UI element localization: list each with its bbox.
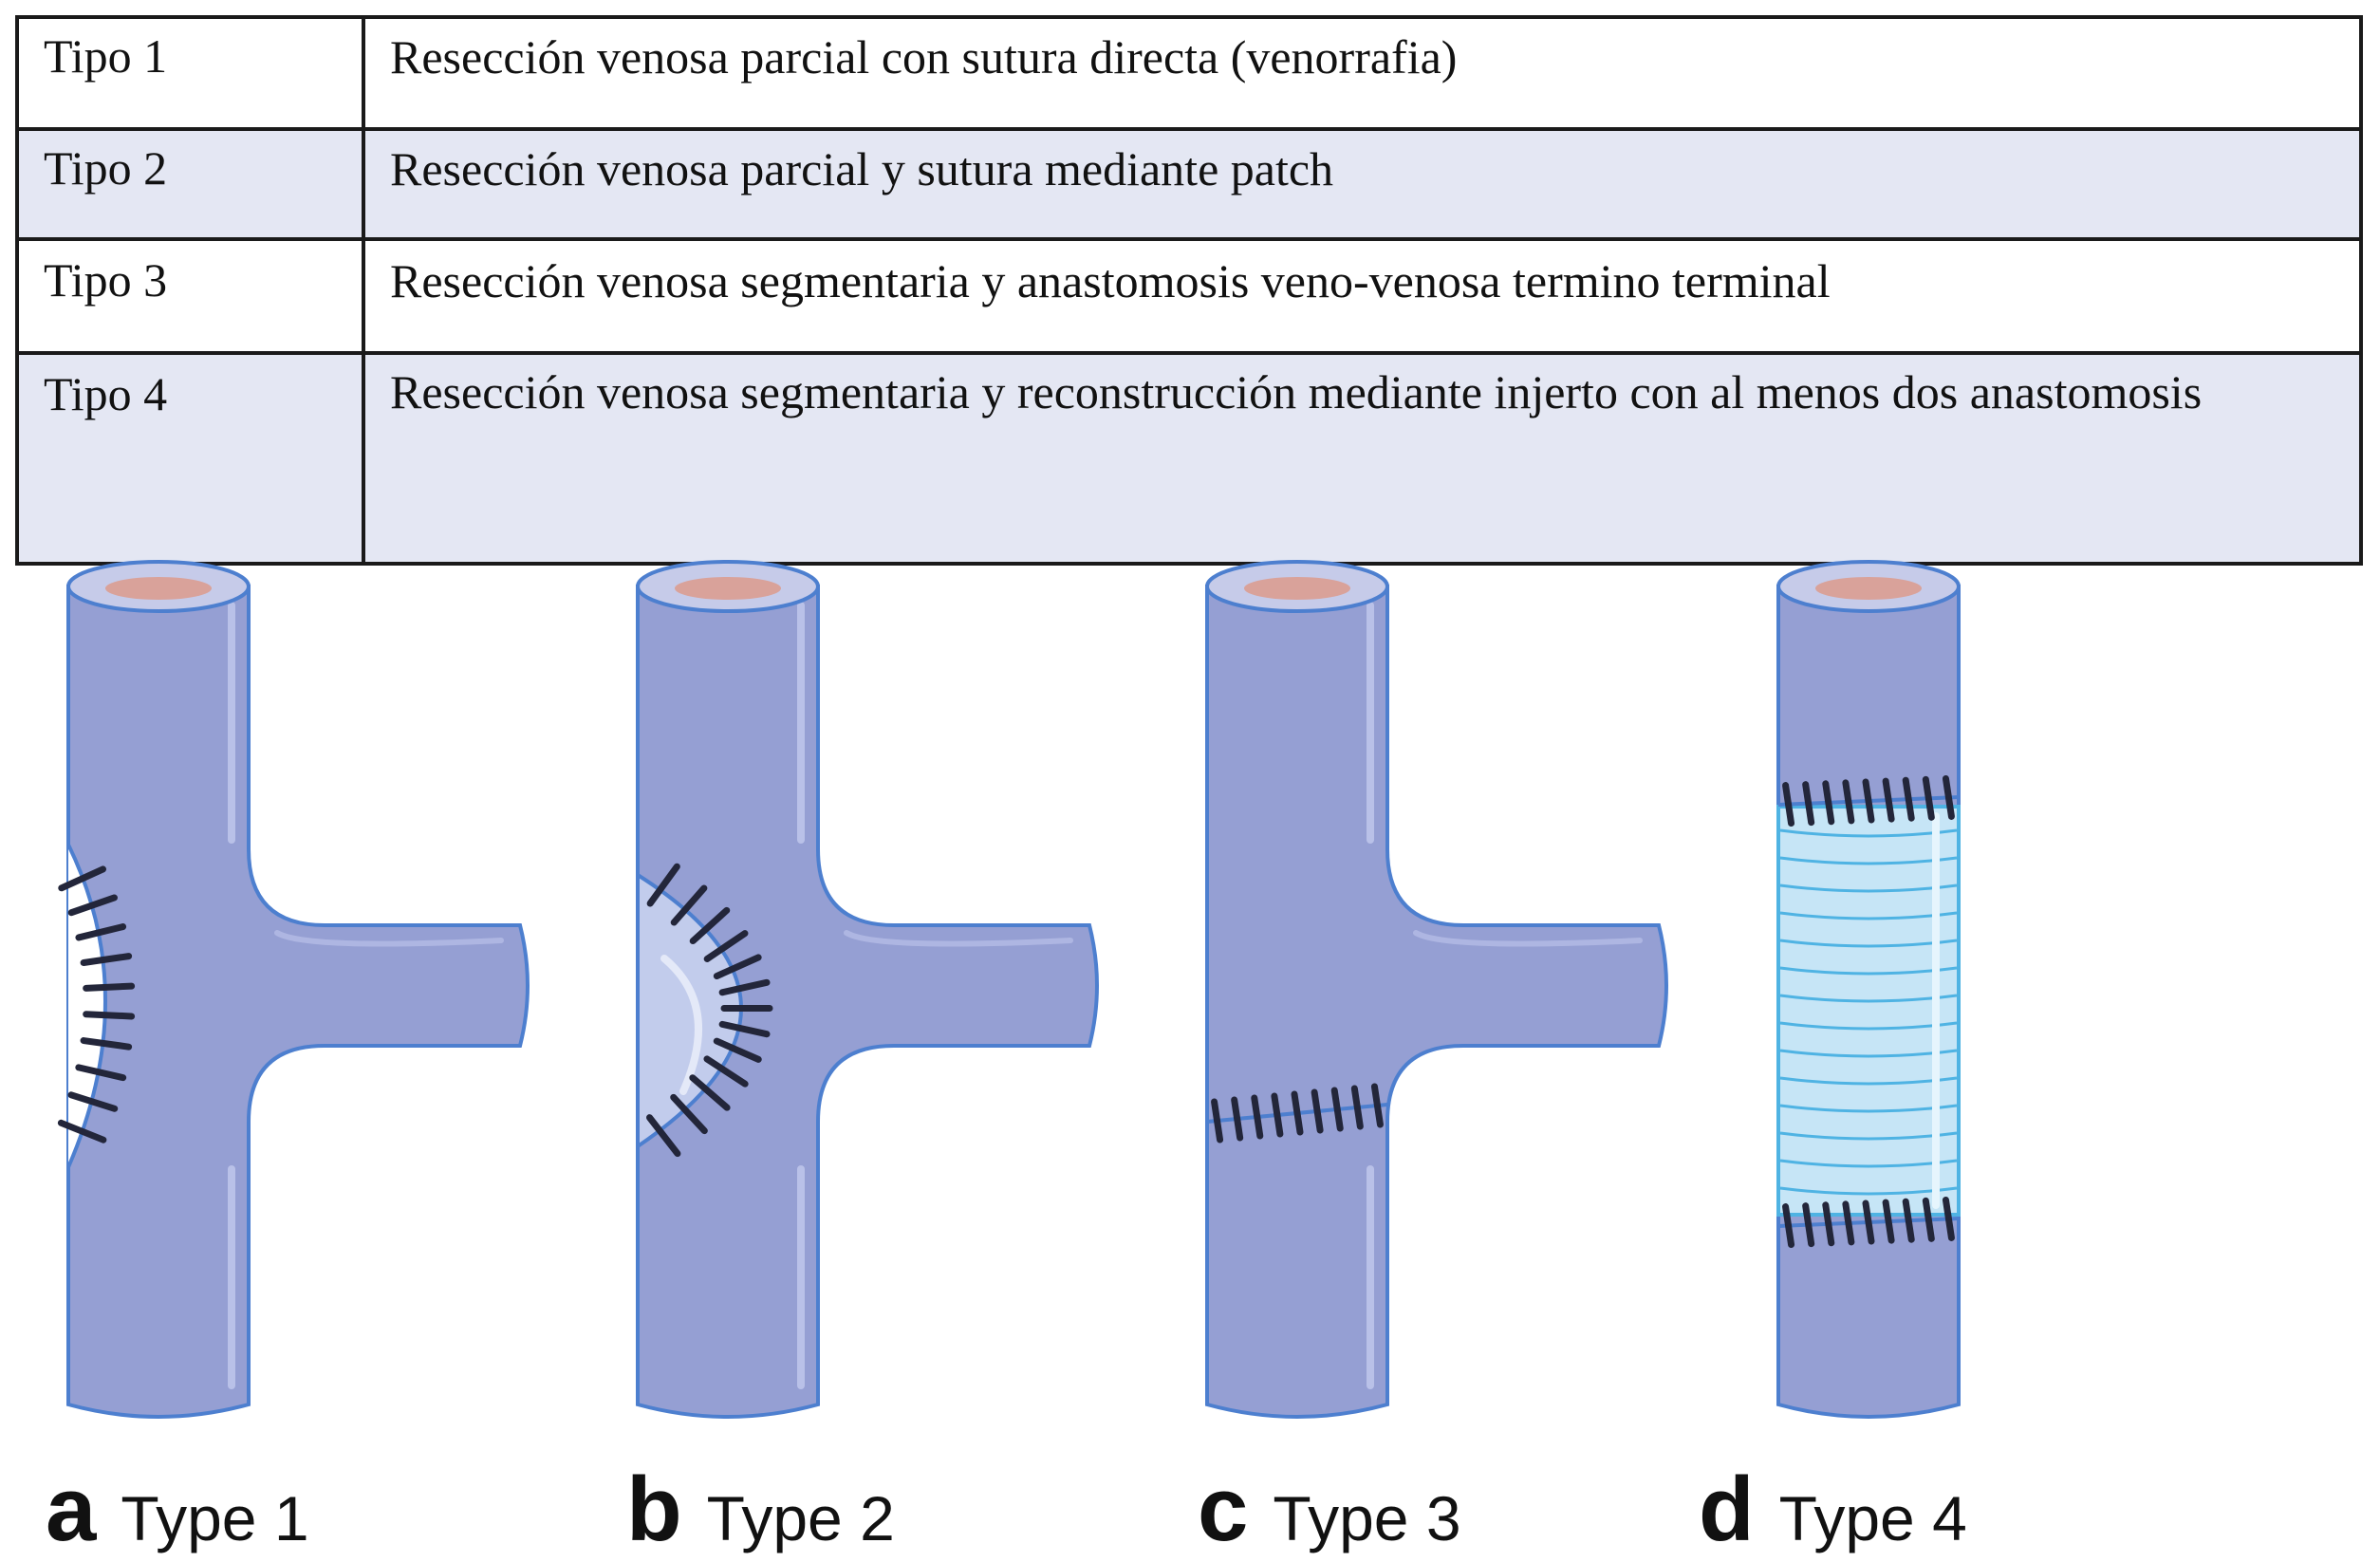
suture-stitch	[1942, 774, 1955, 820]
panel-type-label: Type 4	[1778, 1483, 1967, 1553]
suture-stitch	[689, 906, 731, 945]
lumen-opening	[675, 577, 781, 600]
classification-table: Tipo 1 Resección venosa parcial con sutu…	[15, 15, 2363, 566]
suture-stitch	[1211, 1098, 1224, 1144]
suture-stitch	[1370, 1083, 1384, 1128]
suture-stitch	[1922, 1197, 1935, 1242]
suture-stitch	[646, 1114, 681, 1158]
vein-highlight	[274, 930, 504, 947]
suture-stitch	[1842, 779, 1855, 825]
row-description-text: Resección venosa segmentaria y reconstru…	[390, 365, 2203, 418]
suture-stitch	[75, 1064, 127, 1082]
vein-body	[66, 585, 530, 1419]
vein-type3-end-to-end-icon	[1205, 560, 1668, 1419]
table-row: Tipo 4 Resección venosa segmentaria y re…	[15, 351, 2363, 566]
panel-type-label: Type 2	[706, 1483, 895, 1553]
table-row: Tipo 3 Resección venosa segmentaria y an…	[15, 237, 2363, 355]
panel-type-label: Type 3	[1273, 1483, 1461, 1553]
row-description: Resección venosa segmentaria y anastomos…	[362, 237, 2363, 355]
suture-stitch	[718, 978, 771, 996]
suture-stitch	[67, 1091, 119, 1112]
panel-caption-a: a Type 1	[46, 1458, 309, 1562]
suture-stitch	[1251, 1094, 1264, 1140]
suture-stitch	[689, 1074, 731, 1111]
suture-stitch	[1271, 1092, 1284, 1138]
suture-stitch	[58, 865, 107, 892]
suture-stitch	[1922, 775, 1935, 821]
suture-stitch	[718, 1020, 771, 1038]
suture-stitch	[83, 1011, 136, 1020]
suture-stitch	[1231, 1096, 1244, 1142]
suture-stitch	[670, 1093, 708, 1135]
suture-stitch	[713, 954, 762, 980]
suture-stitch	[80, 1037, 133, 1051]
vein-reconstruction-figure: a Type 1 b Type 2 c Type 3 d Type 4	[0, 560, 2380, 1562]
suture-stitch	[75, 923, 127, 941]
vein-type2-patch-icon	[636, 560, 1099, 1419]
suture-stitch	[67, 894, 119, 917]
vein-patch	[636, 871, 743, 1150]
suture-stitch	[57, 1119, 107, 1144]
suture-stitch	[83, 982, 136, 992]
suture-stitch	[1902, 776, 1915, 822]
vein-graft	[1776, 805, 1961, 1217]
suture-stitch	[646, 863, 680, 907]
suture-stitch	[80, 953, 133, 966]
panel-letter: a	[46, 1459, 97, 1560]
vein-body	[1205, 585, 1668, 1419]
vein-body	[636, 585, 1099, 1419]
suture-stitch	[1291, 1090, 1304, 1136]
vein-highlight	[844, 930, 1073, 947]
suture-stitch	[1350, 1085, 1364, 1130]
suture-stitch	[1862, 778, 1875, 824]
panel-letter: d	[1699, 1459, 1755, 1560]
lumen-opening	[105, 577, 212, 600]
suture-stitch	[1822, 1201, 1835, 1247]
suture-stitch	[1902, 1198, 1915, 1243]
panel-caption-b: b Type 2	[626, 1458, 895, 1562]
suture-stitch	[1822, 780, 1835, 826]
suture-stitch	[713, 1037, 762, 1063]
suture-stitch	[1330, 1087, 1344, 1132]
panel-letter: b	[626, 1459, 682, 1560]
patch-highlight	[660, 955, 702, 1095]
suture-stitch	[1882, 777, 1895, 823]
suture-stitch	[1311, 1088, 1324, 1134]
table-row: Tipo 1 Resección venosa parcial con sutu…	[15, 15, 2363, 131]
vein-diagrams	[57, 560, 1961, 1419]
row-description: Resección venosa segmentaria y reconstru…	[362, 351, 2363, 566]
suture-stitch	[1802, 1202, 1815, 1248]
panel-type-label: Type 1	[121, 1483, 309, 1553]
venorrhaphy-line	[66, 844, 107, 1168]
suture-stitch	[1782, 782, 1795, 827]
row-type-label: Tipo 3	[15, 237, 365, 355]
row-description-text: Resección venosa parcial con sutura dire…	[390, 30, 1458, 84]
suture-stitch	[1862, 1199, 1875, 1245]
vein-type4-graft-icon	[1776, 560, 1961, 1419]
panel-letter: c	[1198, 1459, 1249, 1560]
suture-stitch	[1782, 1203, 1795, 1249]
row-description-text: Resección venosa segmentaria y anastomos…	[390, 254, 1831, 307]
panel-caption-d: d Type 4	[1699, 1458, 1967, 1562]
row-type-label: Tipo 1	[15, 15, 365, 131]
row-description-text: Resección venosa parcial y sutura median…	[390, 142, 1334, 195]
suture-stitch	[703, 930, 749, 962]
panel-caption-c: c Type 3	[1198, 1458, 1461, 1562]
row-type-label: Tipo 4	[15, 351, 365, 566]
row-type-label: Tipo 2	[15, 127, 365, 241]
suture-stitch	[1802, 781, 1815, 827]
suture-stitch	[703, 1055, 749, 1088]
suture-stitch	[1942, 1196, 1955, 1241]
row-description: Resección venosa parcial y sutura median…	[362, 127, 2363, 241]
row-description: Resección venosa parcial con sutura dire…	[362, 15, 2363, 131]
lumen-opening	[1815, 577, 1922, 600]
vein-highlight	[1413, 930, 1643, 947]
suture-stitch	[1882, 1199, 1895, 1244]
table-row: Tipo 2 Resección venosa parcial y sutura…	[15, 127, 2363, 241]
suture-stitch	[1842, 1200, 1855, 1246]
suture-stitch	[670, 884, 708, 926]
lumen-opening	[1244, 577, 1350, 600]
vein-type1-venorrhaphy-icon	[57, 560, 530, 1419]
